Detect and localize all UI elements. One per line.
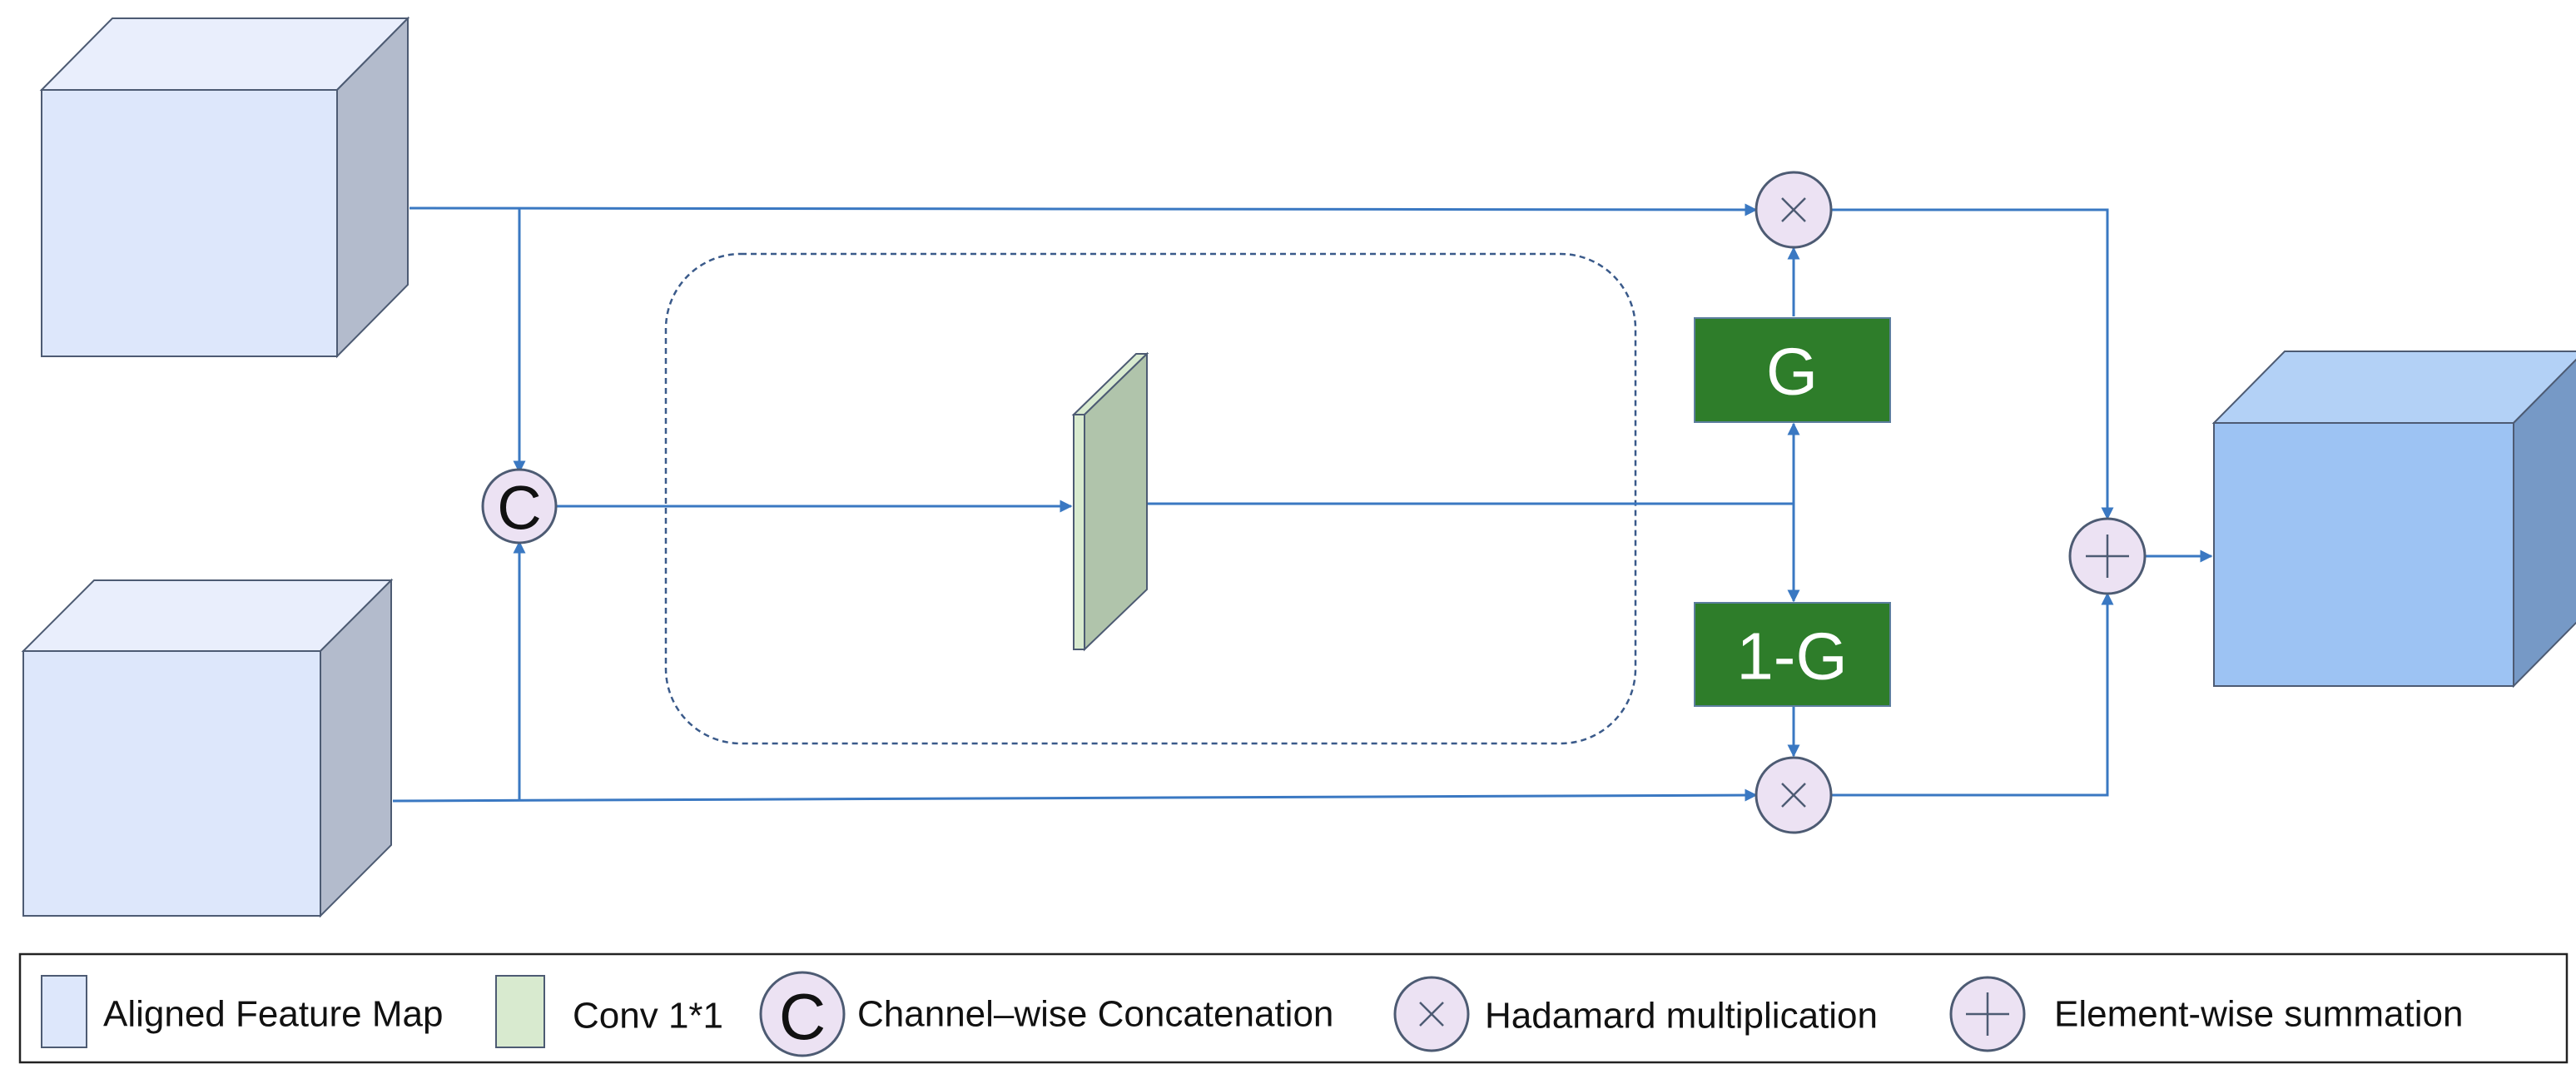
bottom-multiply-to-sum-line xyxy=(1831,592,2114,797)
top-feature-to-multiply-line xyxy=(409,203,1758,216)
legend-concat-label: Channel–wise Concatenation xyxy=(857,994,1333,1035)
legend-summation-label: Element-wise summation xyxy=(2054,994,2464,1035)
legend-frame xyxy=(18,952,2569,1064)
legend-feature-map-label: Aligned Feature Map xyxy=(103,994,443,1035)
flow-lines xyxy=(392,203,2213,803)
concat-label: C xyxy=(497,474,541,543)
gating-region xyxy=(664,252,1637,745)
legend: Aligned Feature Map Conv 1*1 C Channel–w… xyxy=(18,952,2569,1064)
sum-operator xyxy=(2068,517,2147,595)
gate-g-label: G xyxy=(1766,335,1818,409)
plus-icon xyxy=(2086,535,2129,578)
legend-times-icon xyxy=(1393,976,1470,1052)
gate-g: G xyxy=(1694,317,1891,423)
multiply-operator-top xyxy=(1755,171,1833,249)
concat-operator: C xyxy=(481,468,558,544)
gate-one-minus-g: 1-G xyxy=(1694,602,1891,707)
gate-one-minus-g-label: 1-G xyxy=(1736,619,1847,694)
legend-conv-label: Conv 1*1 xyxy=(573,996,723,1037)
legend-feature-map-swatch xyxy=(41,975,87,1048)
bottom-feature-to-multiply-line xyxy=(392,788,1758,803)
multiply-operator-bottom xyxy=(1755,756,1833,834)
input-feature-map-top xyxy=(39,16,410,359)
legend-hadamard-label: Hadamard multiplication xyxy=(1485,996,1878,1037)
top-multiply-to-sum-line xyxy=(1831,208,2114,520)
legend-concat-icon: C xyxy=(759,971,846,1057)
legend-conv-swatch xyxy=(495,975,545,1048)
times-icon xyxy=(1781,783,1806,808)
input-feature-map-bottom xyxy=(21,578,394,918)
output-feature-map xyxy=(2211,351,2576,689)
conv-1x1-block xyxy=(1071,351,1149,652)
legend-plus-icon xyxy=(1949,976,2026,1052)
times-icon xyxy=(1781,197,1806,222)
legend-concat-symbol: C xyxy=(779,980,826,1053)
